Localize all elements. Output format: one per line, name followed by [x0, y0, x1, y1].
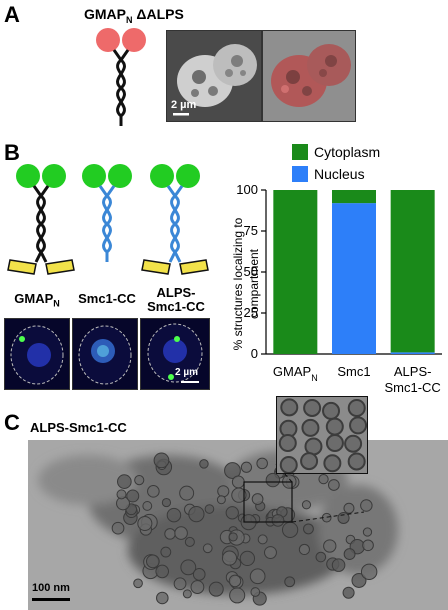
y-axis-label-line1: % structures localizing to — [231, 217, 245, 350]
coiled-coil-strand-2 — [102, 185, 116, 262]
panel-b-scale-label: 2 µm — [175, 367, 198, 378]
legend-label-nucleus: Nucleus — [314, 166, 365, 182]
head-domain-right — [176, 164, 200, 188]
panel-c-letter: C — [4, 410, 20, 435]
head-domain-left — [150, 164, 174, 188]
head-domain-left — [96, 28, 120, 52]
coiled-coil-strand-2 — [170, 185, 184, 254]
membrane-anchor-left — [141, 259, 171, 275]
x-tick-label: Smc1 — [337, 364, 370, 379]
panel-a-construct-title: GMAPN ΔALPS — [84, 6, 184, 25]
y-tick-label: 100 — [236, 182, 258, 197]
membrane-anchor-right — [45, 259, 75, 275]
panel-a-scale-label: 2 µm — [171, 99, 197, 111]
micrograph-smc1-cc — [72, 318, 138, 390]
legend-label-cytoplasm: Cytoplasm — [314, 144, 380, 160]
bar-cytoplasm — [332, 190, 376, 204]
bar-nucleus — [390, 352, 435, 354]
head-domain-right — [42, 164, 66, 188]
construct-label-gmapn-sub: N — [53, 298, 60, 309]
head-domain-right — [122, 28, 146, 52]
construct-alps-smc1-cc-diagram — [141, 164, 209, 275]
construct-gmapn-diagram — [7, 164, 75, 275]
y-tick-label: 50 — [244, 264, 258, 279]
y-tick-label: 0 — [251, 346, 258, 361]
bar-cytoplasm — [273, 190, 318, 354]
x-tick-label: ALPS- — [394, 364, 432, 379]
panel-a-construct-name: GMAP — [84, 6, 126, 22]
x-tick-label: GMAPN — [273, 364, 318, 383]
x-axis: GMAPN Smc1 ALPS-Smc1-CC — [273, 364, 441, 395]
membrane-anchor-left — [7, 259, 37, 275]
micrograph-alps-smc1-cc: 2 µm — [140, 318, 210, 390]
construct-label-alps-smc1-cc: ALPS- Smc1-CC — [138, 286, 214, 314]
coiled-coil-strand-2 — [36, 185, 50, 254]
panel-a-construct-subscript: N — [126, 14, 133, 25]
legend-swatch-nucleus — [292, 166, 308, 182]
bar-nucleus — [332, 203, 376, 354]
construct-label-alps-line1: ALPS- — [156, 285, 196, 300]
em-micrograph: 100 nm — [28, 440, 448, 610]
micrograph-gmapn — [4, 318, 70, 390]
y-tick-label: 25 — [244, 305, 258, 320]
panel-b-letter: B — [4, 140, 20, 165]
coiled-coil-strand-2 — [116, 49, 130, 126]
em-inset-image — [276, 396, 368, 474]
em-scale-label: 100 nm — [32, 582, 70, 594]
panel-a-letter: A — [4, 2, 20, 27]
bar-cytoplasm — [390, 190, 435, 353]
construct-label-alps-line2: Smc1-CC — [147, 299, 205, 314]
membrane-anchor-right — [179, 259, 209, 275]
panel-a-construct-diagram — [96, 28, 146, 126]
bars — [273, 190, 435, 354]
panel-b-scale-bar — [181, 381, 199, 383]
construct-label-gmapn: GMAPN — [2, 292, 72, 311]
construct-label-gmapn-main: GMAP — [14, 291, 54, 306]
panel-c-title: ALPS-Smc1-CC — [30, 420, 127, 435]
head-domain-right — [108, 164, 132, 188]
legend-swatch-cytoplasm — [292, 144, 308, 160]
head-domain-left — [82, 164, 106, 188]
x-tick-label-line2: Smc1-CC — [384, 380, 440, 395]
head-domain-left — [16, 164, 40, 188]
y-axis-label-line2: compartment — [247, 248, 261, 319]
panel-a-fluorescence-image: 2 µm — [166, 30, 262, 122]
panel-a-construct-suffix: ΔALPS — [132, 6, 184, 22]
construct-label-smc1-cc: Smc1-CC — [78, 291, 136, 306]
panel-a-merged-image — [262, 30, 356, 122]
y-tick-label: 75 — [244, 223, 258, 238]
construct-smc1-cc-diagram — [82, 164, 132, 262]
